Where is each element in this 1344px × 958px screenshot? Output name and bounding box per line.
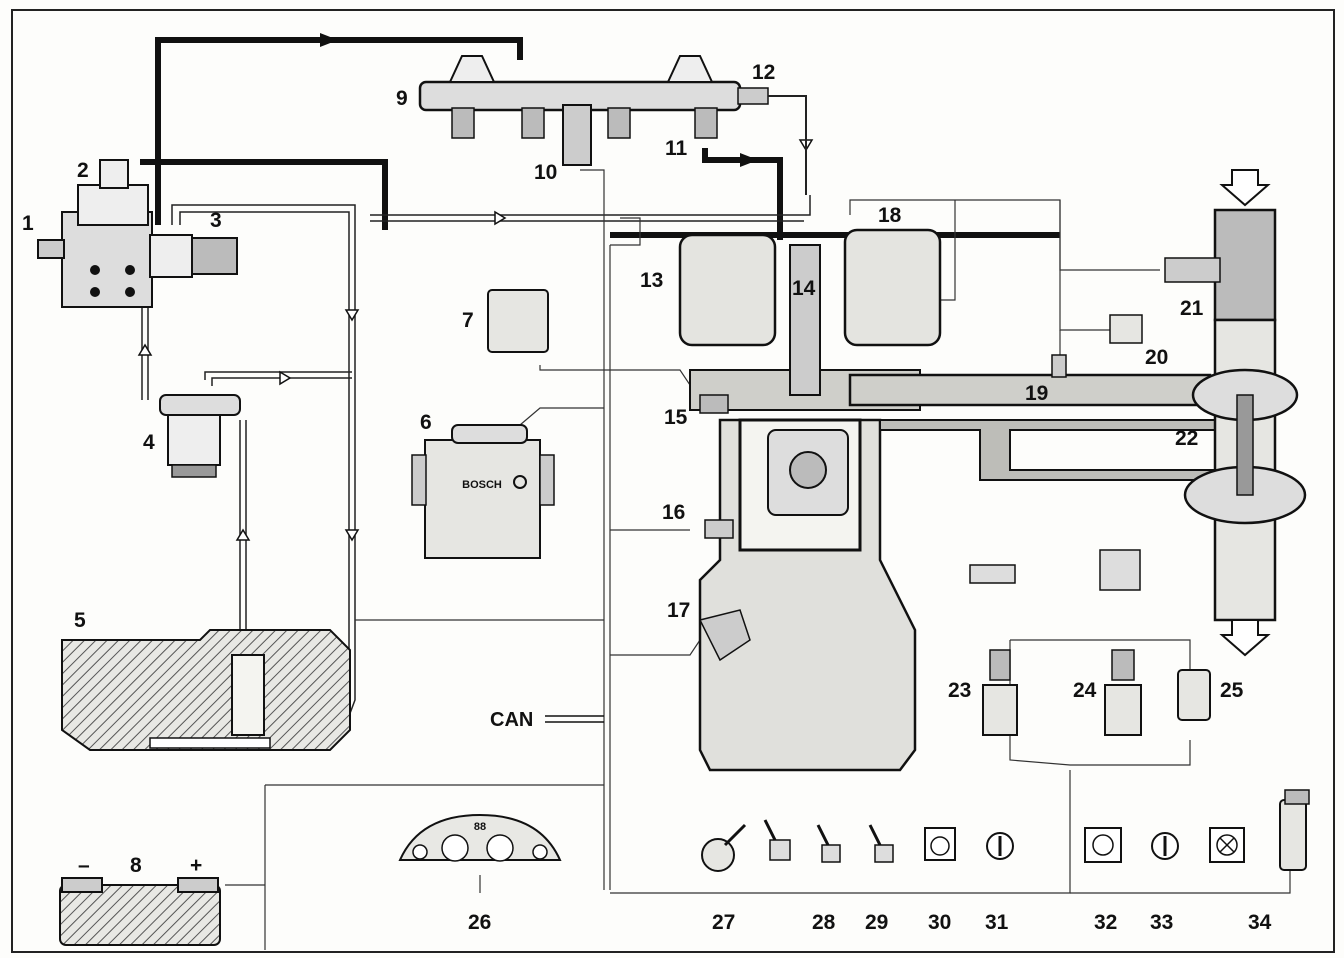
common-rail xyxy=(418,55,769,139)
battery xyxy=(59,877,221,946)
label-25: 25 xyxy=(1220,679,1244,702)
label-28: 28 xyxy=(812,911,836,934)
label-22: 22 xyxy=(1175,427,1199,450)
label-26: 26 xyxy=(468,911,492,934)
label-21: 21 xyxy=(1180,297,1204,320)
label-18: 18 xyxy=(878,204,902,227)
high-pressure-lines xyxy=(140,37,1060,240)
label-9: 9 xyxy=(396,87,408,110)
label-11: 11 xyxy=(665,137,688,160)
ecu-box xyxy=(411,424,555,559)
high-pressure-pump xyxy=(37,184,153,308)
boost-pressure-sensor xyxy=(1109,314,1143,344)
label-15: 15 xyxy=(664,406,688,429)
label-5: 5 xyxy=(74,609,86,632)
label-12: 12 xyxy=(752,61,776,84)
label-20: 20 xyxy=(1145,346,1169,369)
crankshaft-sensor xyxy=(698,609,751,662)
label-33: 33 xyxy=(1150,911,1174,934)
fuel-filter xyxy=(159,394,241,478)
glow-control-unit xyxy=(487,289,549,353)
intake-air-temp-sensor xyxy=(1051,354,1067,378)
wiring-harness xyxy=(225,169,1291,950)
label-14: 14 xyxy=(792,277,816,300)
frame xyxy=(11,9,1335,953)
label-17: 17 xyxy=(667,599,691,622)
label-6: 6 xyxy=(420,411,432,434)
coolant-temp-sensor xyxy=(704,519,734,539)
label-34: 34 xyxy=(1248,911,1272,934)
ecu-brand-text: BOSCH xyxy=(462,479,502,491)
label-4: 4 xyxy=(143,431,155,454)
label-13: 13 xyxy=(640,269,664,292)
input-devices xyxy=(701,789,1310,872)
flow-arrow xyxy=(320,33,338,47)
label-30: 30 xyxy=(928,911,952,934)
rail-pressure-sensor xyxy=(562,104,592,166)
label-8: 8 xyxy=(130,854,142,877)
label-16: 16 xyxy=(662,501,686,524)
label-3: 3 xyxy=(210,209,222,232)
pressure-control-valve xyxy=(149,234,238,278)
label-19: 19 xyxy=(1025,382,1049,405)
label-10: 10 xyxy=(534,161,558,184)
label-32: 32 xyxy=(1094,911,1118,934)
actuators xyxy=(969,549,1211,736)
battery-plus-label: + xyxy=(190,854,203,877)
fuel-tank xyxy=(61,629,351,751)
label-1: 1 xyxy=(22,212,34,235)
label-27: 27 xyxy=(712,911,736,934)
can-bus-marker xyxy=(545,715,604,723)
engine-cylinder xyxy=(678,228,942,772)
shutoff-valve xyxy=(99,159,129,189)
label-2: 2 xyxy=(77,159,89,182)
label-31: 31 xyxy=(985,911,1009,934)
glow-plug xyxy=(699,394,729,414)
flow-direction-arrows xyxy=(137,139,814,542)
label-23: 23 xyxy=(948,679,972,702)
instrument-cluster xyxy=(398,813,562,862)
return-line xyxy=(768,95,807,195)
cluster-text: 88 xyxy=(474,821,486,833)
label-7: 7 xyxy=(462,309,474,332)
flow-arrow xyxy=(740,153,758,167)
label-24: 24 xyxy=(1073,679,1097,702)
turbocharger xyxy=(1164,169,1307,657)
battery-minus-label: – xyxy=(78,854,90,877)
label-29: 29 xyxy=(865,911,889,934)
can-label: CAN xyxy=(490,709,534,731)
